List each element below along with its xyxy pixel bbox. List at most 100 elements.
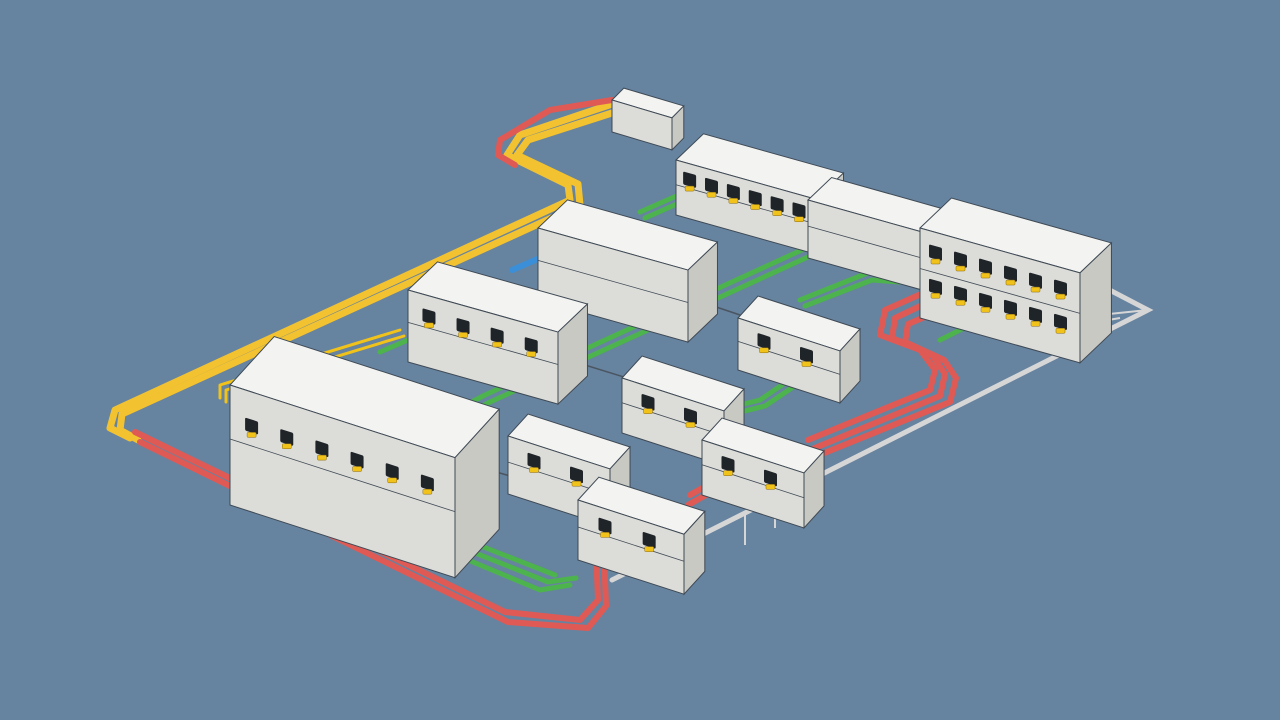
connector-icon xyxy=(1055,293,1066,300)
port-icon xyxy=(420,474,434,492)
connector-icon xyxy=(600,532,610,538)
port-icon xyxy=(385,463,399,480)
device-seam-line xyxy=(919,268,1081,314)
port-icon xyxy=(929,244,942,261)
connector-icon xyxy=(1055,328,1066,334)
device-seam-line xyxy=(407,322,559,365)
cable-blue-stub xyxy=(509,255,543,273)
port-icon xyxy=(456,318,470,335)
connector-icon xyxy=(422,488,433,495)
port-icon xyxy=(721,456,735,473)
cable-orange-left xyxy=(218,328,402,400)
connector-icon xyxy=(759,347,769,354)
port-icon xyxy=(764,469,777,487)
device-layer xyxy=(229,87,1113,596)
port-icon xyxy=(684,407,697,425)
connector-icon xyxy=(765,484,776,490)
port-icon xyxy=(598,517,612,535)
port-icon xyxy=(1029,306,1042,323)
connector-icon xyxy=(772,210,782,216)
port-icon xyxy=(524,337,538,354)
connector-icon xyxy=(684,185,695,192)
device-side-face xyxy=(557,302,588,406)
connector-icon xyxy=(794,216,804,223)
port-icon xyxy=(705,177,718,194)
cable-orange-left-2 xyxy=(224,334,406,404)
connector-icon xyxy=(458,332,468,338)
connector-icon xyxy=(529,467,539,473)
port-icon xyxy=(1004,299,1017,316)
device-seam-line xyxy=(737,341,841,375)
port-icon xyxy=(954,285,967,302)
device-side-face xyxy=(1079,241,1112,365)
port-icon xyxy=(954,251,967,268)
connector-icon xyxy=(352,466,362,472)
connector-icon xyxy=(246,432,257,438)
device-side-face xyxy=(839,327,861,405)
port-icon xyxy=(979,258,992,275)
port-icon xyxy=(792,202,806,219)
connector-icon xyxy=(1030,286,1041,293)
connector-icon xyxy=(706,191,717,198)
connector-icon xyxy=(643,408,653,414)
connector-icon xyxy=(1005,313,1016,320)
device-side-face xyxy=(803,449,825,530)
port-icon xyxy=(726,184,740,200)
connector-icon xyxy=(644,546,654,552)
connector-icon xyxy=(1005,279,1016,286)
connector-icon xyxy=(1030,321,1041,327)
device-seam-line xyxy=(537,260,689,303)
connector-icon xyxy=(571,480,582,487)
device-module-a xyxy=(737,295,861,405)
connector-icon xyxy=(801,361,812,367)
port-icon xyxy=(422,308,436,325)
connector-icon xyxy=(723,470,733,476)
connector-icon xyxy=(526,351,536,357)
device-module-e xyxy=(577,476,706,596)
device-side-face xyxy=(454,407,500,579)
port-icon xyxy=(770,196,784,213)
connector-icon xyxy=(282,443,292,450)
connector-icon xyxy=(728,198,739,204)
device-main-hub xyxy=(229,335,501,579)
port-icon xyxy=(929,278,942,295)
port-icon xyxy=(1029,272,1042,289)
port-icon xyxy=(527,452,541,470)
port-icon xyxy=(350,451,364,469)
port-icon xyxy=(641,394,655,411)
device-module-b xyxy=(621,355,745,468)
connector-icon xyxy=(980,306,991,313)
device-module-d xyxy=(701,417,825,530)
cable-red-loop xyxy=(495,97,615,168)
port-icon xyxy=(683,171,697,188)
device-side-face xyxy=(671,104,685,152)
connector-icon xyxy=(424,322,434,329)
device-router-center xyxy=(537,199,719,344)
device-switch-left xyxy=(407,261,589,406)
device-seam-line xyxy=(701,464,805,499)
cable-yellow-loop xyxy=(106,98,676,442)
connector-icon xyxy=(387,477,397,484)
cable-red-rack-3 xyxy=(809,295,973,461)
connector-icon xyxy=(492,341,502,348)
port-icon xyxy=(1004,265,1017,282)
connector-icon xyxy=(930,292,941,299)
device-seam-line xyxy=(807,225,929,261)
connector-icon xyxy=(955,265,966,272)
device-side-face xyxy=(683,510,706,596)
port-icon xyxy=(1054,279,1067,296)
connector-icon xyxy=(930,258,941,265)
connector-icon xyxy=(955,299,966,306)
connector-icon xyxy=(980,272,991,279)
port-icon xyxy=(245,417,259,435)
port-icon xyxy=(757,333,771,350)
port-icon xyxy=(570,466,583,484)
connector-icon xyxy=(317,454,327,461)
port-icon xyxy=(280,429,294,446)
port-icon xyxy=(800,346,813,364)
cable-green-left xyxy=(377,337,411,355)
device-seam-line xyxy=(229,438,456,513)
port-icon xyxy=(979,292,992,309)
port-icon xyxy=(1054,313,1067,330)
